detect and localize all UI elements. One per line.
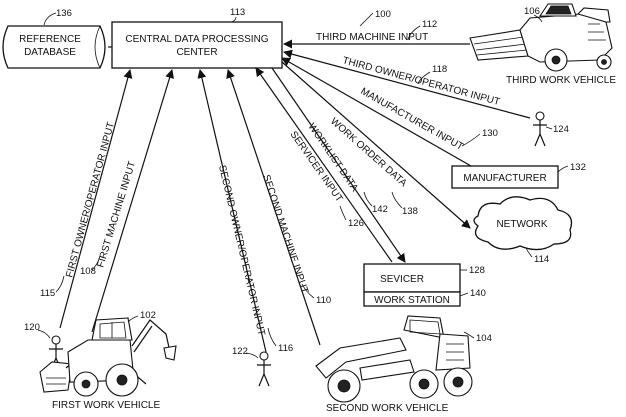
- reference-database-label-2: DATABASE: [24, 47, 76, 58]
- manufacturer-ref-leader: [557, 165, 569, 173]
- reference-database-ref: 136: [56, 8, 72, 19]
- network-ref: 114: [534, 254, 549, 265]
- third-owner-input-arrow: [283, 49, 531, 119]
- reference-database-label-1: REFERENCE: [19, 34, 81, 45]
- first-operator-ref-leader: [37, 329, 51, 339]
- second-operator-figure: [257, 351, 271, 387]
- third-owner-input-ref: 118: [432, 64, 447, 75]
- network-cloud: NETWORK: [473, 196, 573, 251]
- manufacturer-input-ref-leader: [461, 133, 481, 147]
- first-vehicle-ref: 102: [140, 310, 156, 321]
- third-vehicle-ref-leader: [533, 14, 543, 23]
- worklist-data-ref: 142: [372, 204, 388, 215]
- worklist-data-arrow: [271, 67, 406, 263]
- figure-number-leader: [359, 12, 374, 27]
- network-label: NETWORK: [496, 219, 547, 230]
- third-owner-input-label: THIRD OWNER/OPERATOR INPUT: [341, 55, 501, 108]
- first-vehicle-ref-leader: [127, 315, 139, 323]
- third-vehicle-label: THIRD WORK VEHICLE: [506, 75, 616, 86]
- third-machine-input-label: THIRD MACHINE INPUT: [316, 32, 428, 43]
- central-ref-leader: [231, 16, 237, 23]
- work-station-ref: 140: [470, 288, 486, 299]
- second-owner-input-ref-leader: [267, 327, 277, 347]
- third-owner-input-ref-leader: [417, 71, 431, 85]
- worklist-data-ref-leader: [363, 191, 373, 207]
- central-label-1: CENTRAL DATA PROCESSING: [125, 34, 268, 45]
- servicer-label: SEVICER: [380, 274, 424, 285]
- work-station-box: [363, 291, 461, 307]
- manufacturer-ref: 132: [570, 162, 586, 173]
- reference-database: REFERENCE DATABASE: [2, 25, 106, 69]
- manufacturer-box: [451, 165, 559, 189]
- first-operator-figure: [49, 335, 63, 371]
- work-order-data-label: WORK ORDER DATA: [328, 116, 409, 189]
- central-label-2: CENTER: [176, 47, 217, 58]
- first-owner-input-arrow: [59, 69, 133, 329]
- third-machine-input-ref-leader: [407, 25, 421, 41]
- servicer-input-ref-leader: [339, 205, 347, 221]
- work-station-ref-leader: [459, 292, 469, 297]
- third-work-vehicle-drawing: [469, 3, 613, 72]
- first-machine-input-arrow: [91, 69, 174, 333]
- first-machine-input-ref: 108: [80, 266, 96, 277]
- work-station-label: WORK STATION: [374, 295, 450, 306]
- servicer-input-ref: 126: [348, 218, 364, 229]
- second-machine-input-ref: 110: [316, 295, 331, 306]
- second-vehicle-ref: 104: [476, 333, 492, 344]
- second-vehicle-ref-leader: [463, 331, 475, 339]
- first-operator-ref: 120: [24, 322, 40, 333]
- manufacturer-input-ref: 130: [482, 128, 498, 139]
- second-machine-input-ref-leader: [301, 283, 315, 299]
- reference-database-ref-leader: [43, 12, 57, 26]
- figure-number: 100: [375, 9, 391, 20]
- second-operator-ref-leader: [245, 352, 259, 359]
- central-data-processing-center: CENTRAL DATA PROCESSING CENTER: [111, 21, 283, 69]
- second-machine-input-arrow: [226, 69, 321, 346]
- first-vehicle-label: FIRST WORK VEHICLE: [52, 400, 160, 411]
- third-vehicle-ref: 106: [524, 6, 540, 17]
- third-operator-ref: 124: [553, 124, 569, 135]
- second-work-vehicle-drawing: [315, 315, 473, 403]
- servicer-ref: 128: [469, 265, 485, 276]
- servicer-box: [363, 263, 461, 293]
- first-owner-input-ref: 115: [40, 288, 55, 299]
- network-ref-leader: [525, 247, 533, 258]
- third-operator-figure: [533, 111, 547, 147]
- second-machine-input-label: SECOND MACHINE INPUT: [260, 173, 310, 295]
- manufacturer-input-arrow: [281, 57, 479, 171]
- work-order-data-arrow: [281, 61, 471, 229]
- first-owner-input-ref-leader: [55, 275, 65, 293]
- central-ref: 113: [230, 7, 245, 18]
- second-vehicle-label: SECOND WORK VEHICLE: [326, 403, 449, 414]
- second-operator-ref: 122: [232, 346, 248, 357]
- second-owner-input-arrow: [197, 69, 267, 353]
- work-order-data-ref-leader: [391, 191, 403, 209]
- second-owner-input-label: SECOND OWNER/OPERATOR INPUT: [216, 164, 267, 337]
- manufacturer-label: MANUFACTURER: [463, 173, 546, 184]
- first-work-vehicle-drawing: [39, 317, 177, 397]
- third-operator-ref-leader: [545, 126, 553, 130]
- first-machine-input-ref-leader: [91, 255, 101, 271]
- work-order-data-ref: 138: [402, 206, 418, 217]
- second-owner-input-ref: 116: [278, 343, 293, 354]
- third-machine-input-ref: 112: [422, 19, 437, 30]
- servicer-input-arrow: [255, 67, 393, 263]
